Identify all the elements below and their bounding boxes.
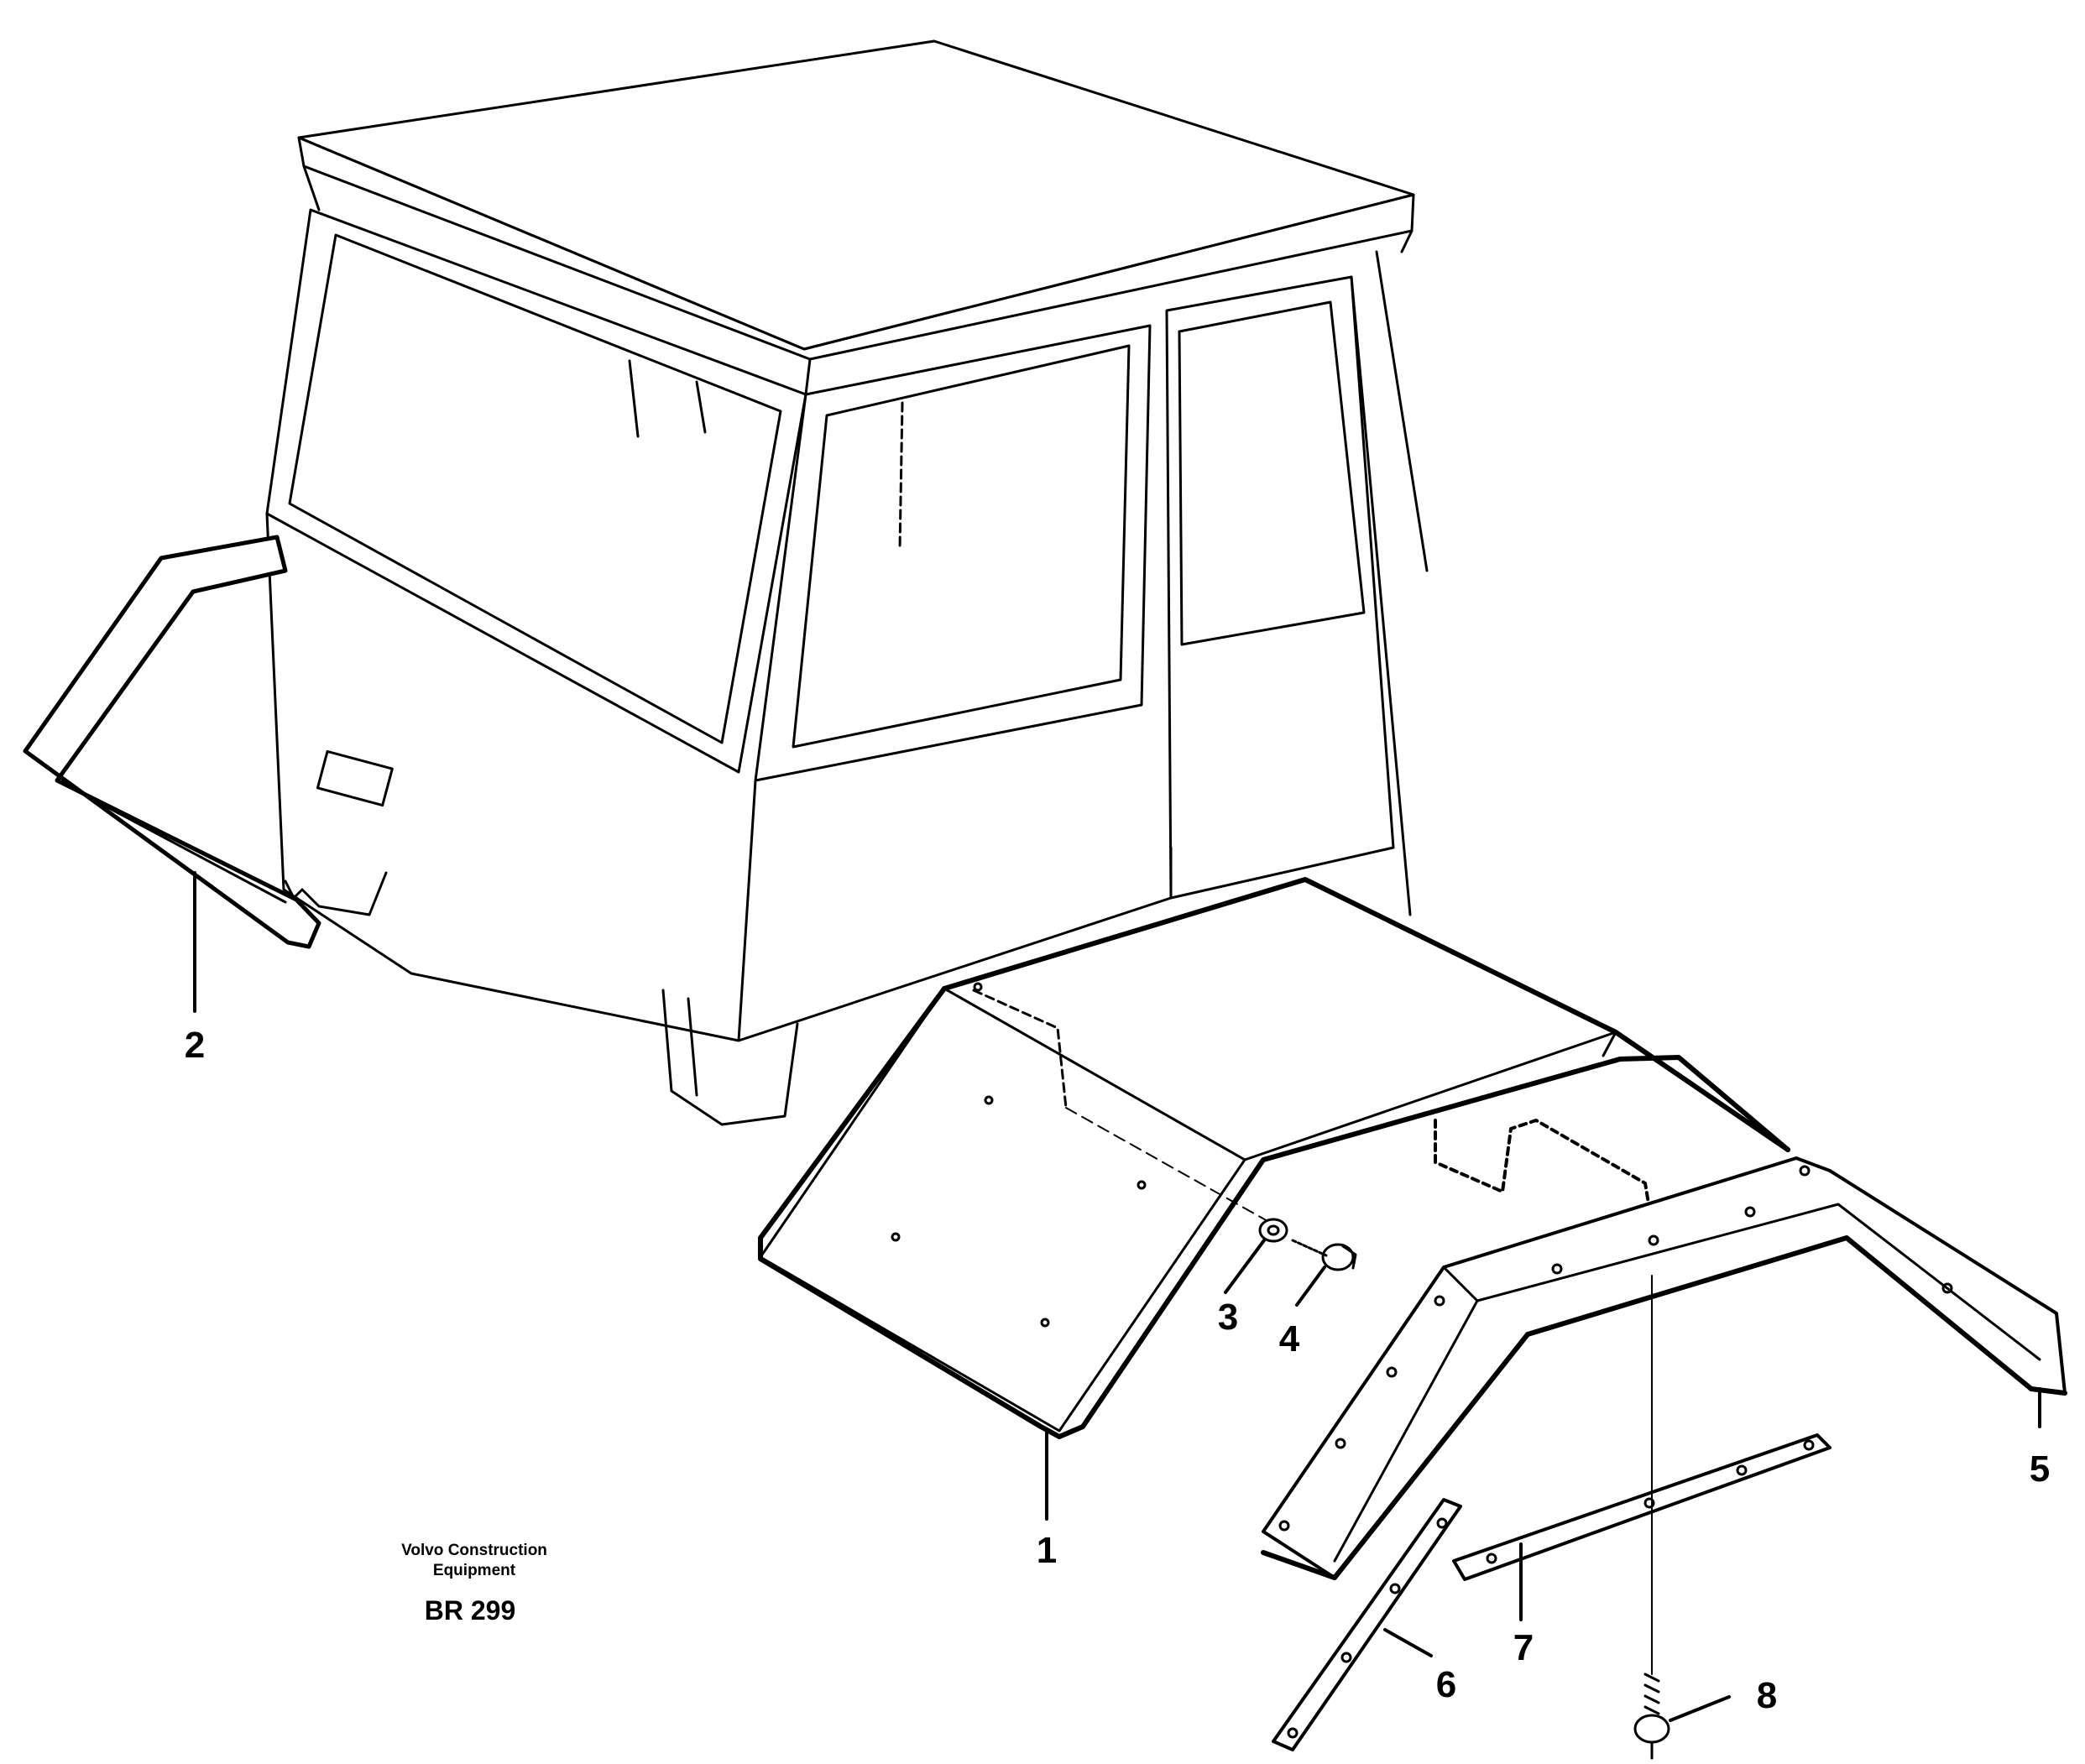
fender-front-slope — [759, 987, 1246, 1433]
caption-line2: Equipment — [433, 1562, 516, 1579]
cab-roof — [297, 39, 1415, 351]
cab-side-panel — [265, 512, 757, 1042]
callout-3: 3 — [1218, 1297, 1238, 1338]
cab-left-mount — [284, 871, 388, 916]
callout-labels: 2 1 3 4 5 6 7 8 — [185, 1025, 2050, 1716]
cab-door — [1165, 275, 1395, 900]
fender-extension — [1261, 1156, 2067, 1580]
fender-rear-outline — [23, 535, 321, 949]
leader-lines — [193, 871, 2041, 1722]
cab-front-window-frame — [754, 324, 1152, 782]
callout-5: 5 — [2030, 1448, 2050, 1490]
callout-2: 2 — [185, 1025, 205, 1066]
fender-front — [758, 877, 1790, 1439]
cab-left-window-frame — [265, 208, 807, 774]
strip-long — [1452, 1433, 1832, 1581]
cab-front-window-glass — [792, 344, 1131, 749]
washer — [1258, 1218, 1288, 1243]
fender-front-outline — [758, 986, 1790, 1439]
callout-4: 4 — [1279, 1318, 1300, 1360]
diagram-code: BR 299 — [425, 1595, 516, 1626]
callout-1: 1 — [1037, 1530, 1057, 1571]
fender-rear — [23, 535, 321, 949]
caption: Volvo Construction Equipment BR 299 — [401, 1542, 547, 1626]
cab — [265, 39, 1429, 1126]
caption-line1: Volvo Construction — [401, 1542, 547, 1559]
bolt — [1633, 1275, 1670, 1760]
callout-6: 6 — [1436, 1664, 1456, 1705]
cab-side-vent — [316, 749, 394, 807]
cab-door-glass — [1178, 300, 1366, 646]
callout-7: 7 — [1513, 1627, 1534, 1668]
callout-8: 8 — [1757, 1675, 1777, 1716]
screw — [1291, 1239, 1357, 1271]
cab-left-window-glass — [288, 233, 782, 744]
cab-front-mount — [661, 989, 799, 1126]
cab-front-panel — [737, 896, 1173, 1042]
strip-short — [1272, 1498, 1462, 1751]
